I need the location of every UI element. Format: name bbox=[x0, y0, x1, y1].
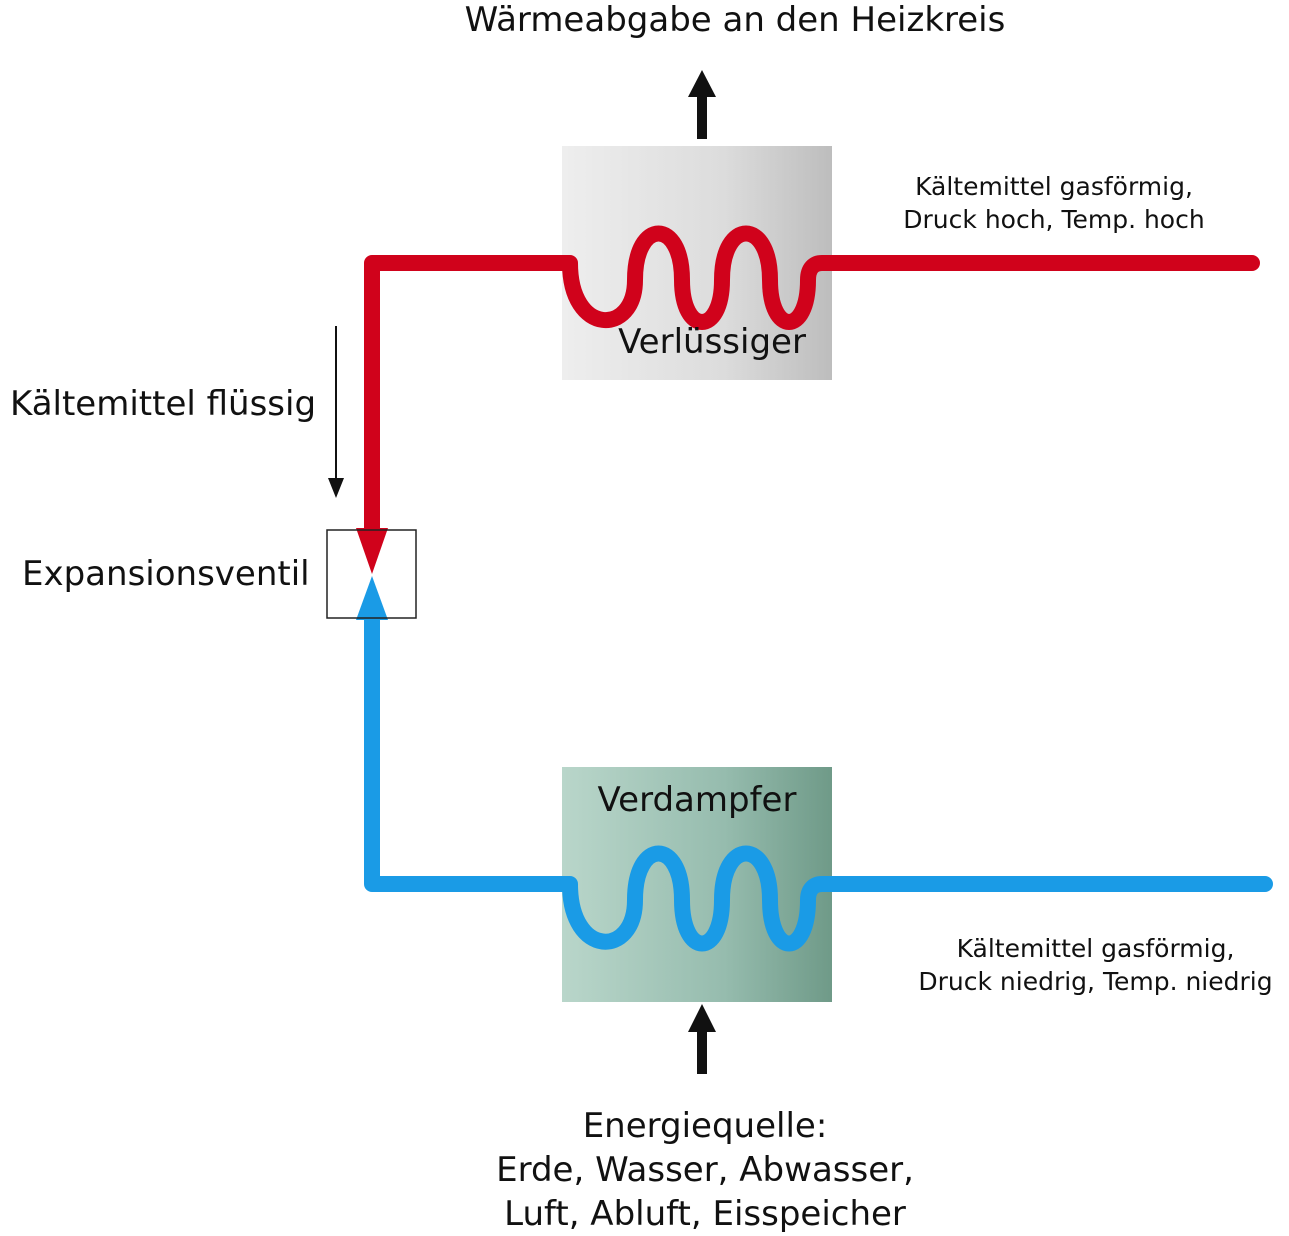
cold-state-label: Kältemittel gasförmig, Druck niedrig, Te… bbox=[902, 932, 1289, 998]
heat-output-label: Wärmeabgabe an den Heizkreis bbox=[464, 0, 1006, 40]
hot-state-label: Kältemittel gasförmig, Druck hoch, Temp.… bbox=[878, 170, 1230, 236]
condenser-box bbox=[562, 146, 832, 380]
energy-source-line-3: Luft, Abluft, Eisspeicher bbox=[504, 1194, 906, 1234]
energy-source-line-2: Erde, Wasser, Abwasser, bbox=[496, 1150, 914, 1190]
liquid-refrigerant-label: Kältemittel flüssig bbox=[10, 384, 317, 424]
expansion-valve-box bbox=[326, 529, 417, 619]
hot-state-line-1: Kältemittel gasförmig, bbox=[915, 172, 1193, 201]
energy-source-title: Energiequelle: bbox=[582, 1106, 828, 1146]
hot-pipe bbox=[364, 225, 1260, 543]
energy-source-label: Energiequelle: Erde, Wasser, Abwasser, L… bbox=[450, 1104, 960, 1236]
cold-state-line-1: Kältemittel gasförmig, bbox=[956, 934, 1235, 963]
cold-flow-arrow bbox=[356, 576, 388, 620]
liquid-flow-arrow bbox=[328, 326, 344, 498]
evaporator-box bbox=[562, 767, 832, 1002]
cold-state-line-2: Druck niedrig, Temp. niedrig bbox=[918, 967, 1273, 996]
hot-flow-arrow bbox=[356, 528, 388, 574]
expansion-valve-label: Expansionsventil bbox=[22, 554, 310, 594]
evaporator-label: Verdampfer bbox=[597, 780, 797, 820]
energy-in-arrow bbox=[688, 1004, 716, 1074]
heat-out-arrow bbox=[688, 70, 716, 139]
cold-pipe bbox=[364, 612, 1273, 952]
hot-state-line-2: Druck hoch, Temp. hoch bbox=[903, 205, 1205, 234]
condenser-label: Verlüssiger bbox=[618, 322, 806, 362]
